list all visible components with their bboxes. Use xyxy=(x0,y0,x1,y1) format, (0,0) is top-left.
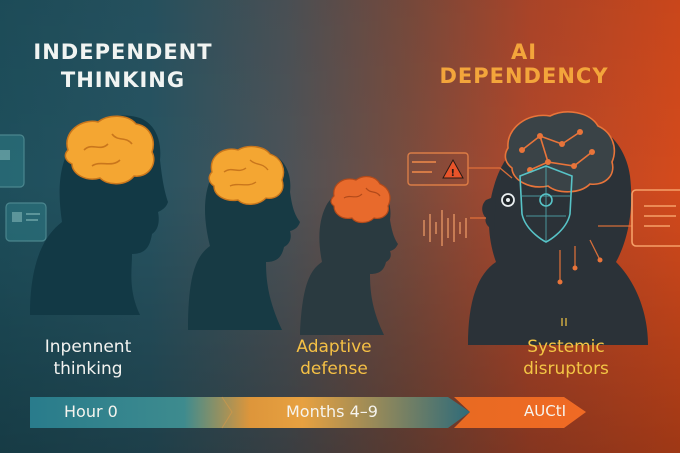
stage-label-3-line2: disruptors xyxy=(523,359,609,379)
timeline-label-end: AUCtI xyxy=(524,402,567,420)
heading-line-1: INDEPENDENT xyxy=(33,40,213,64)
timeline-arrow xyxy=(30,396,586,429)
independent-thinking-heading: INDEPENDENT THINKING xyxy=(28,38,218,94)
brain-icon xyxy=(504,111,616,193)
pause-glyph xyxy=(561,318,567,326)
ai-dependency-heading: AI DEPENDENCY xyxy=(439,40,609,88)
timeline-label-hour-0: Hour 0 xyxy=(64,402,118,421)
stage-label-2: Adaptive defense xyxy=(276,336,392,380)
svg-text:!: ! xyxy=(451,168,456,179)
id-card-icon xyxy=(0,134,47,242)
warning-icon: ! xyxy=(407,152,469,186)
stage-label-1-line1: Inpennent xyxy=(44,337,132,357)
circuit-lines xyxy=(468,167,632,282)
brain-icon xyxy=(64,115,155,185)
stage-label-1: Inpennent thinking xyxy=(28,336,148,380)
stage-label-3: Systemic disruptors xyxy=(506,336,626,380)
head-silhouette-3 xyxy=(300,184,398,335)
heading-line-2: THINKING xyxy=(60,68,186,92)
stage-label-2-line1: Adaptive xyxy=(296,337,372,357)
stage-label-2-line2: defense xyxy=(300,359,368,379)
sound-wave-icon xyxy=(423,210,467,246)
timeline-label-months: Months 4–9 xyxy=(286,402,378,421)
brain-icon xyxy=(330,175,391,224)
brain-icon xyxy=(208,145,285,205)
shield-icon xyxy=(501,165,573,243)
document-icon xyxy=(631,189,680,247)
stage-label-1-line2: thinking xyxy=(53,359,123,379)
stage-label-3-line1: Systemic xyxy=(527,337,605,357)
